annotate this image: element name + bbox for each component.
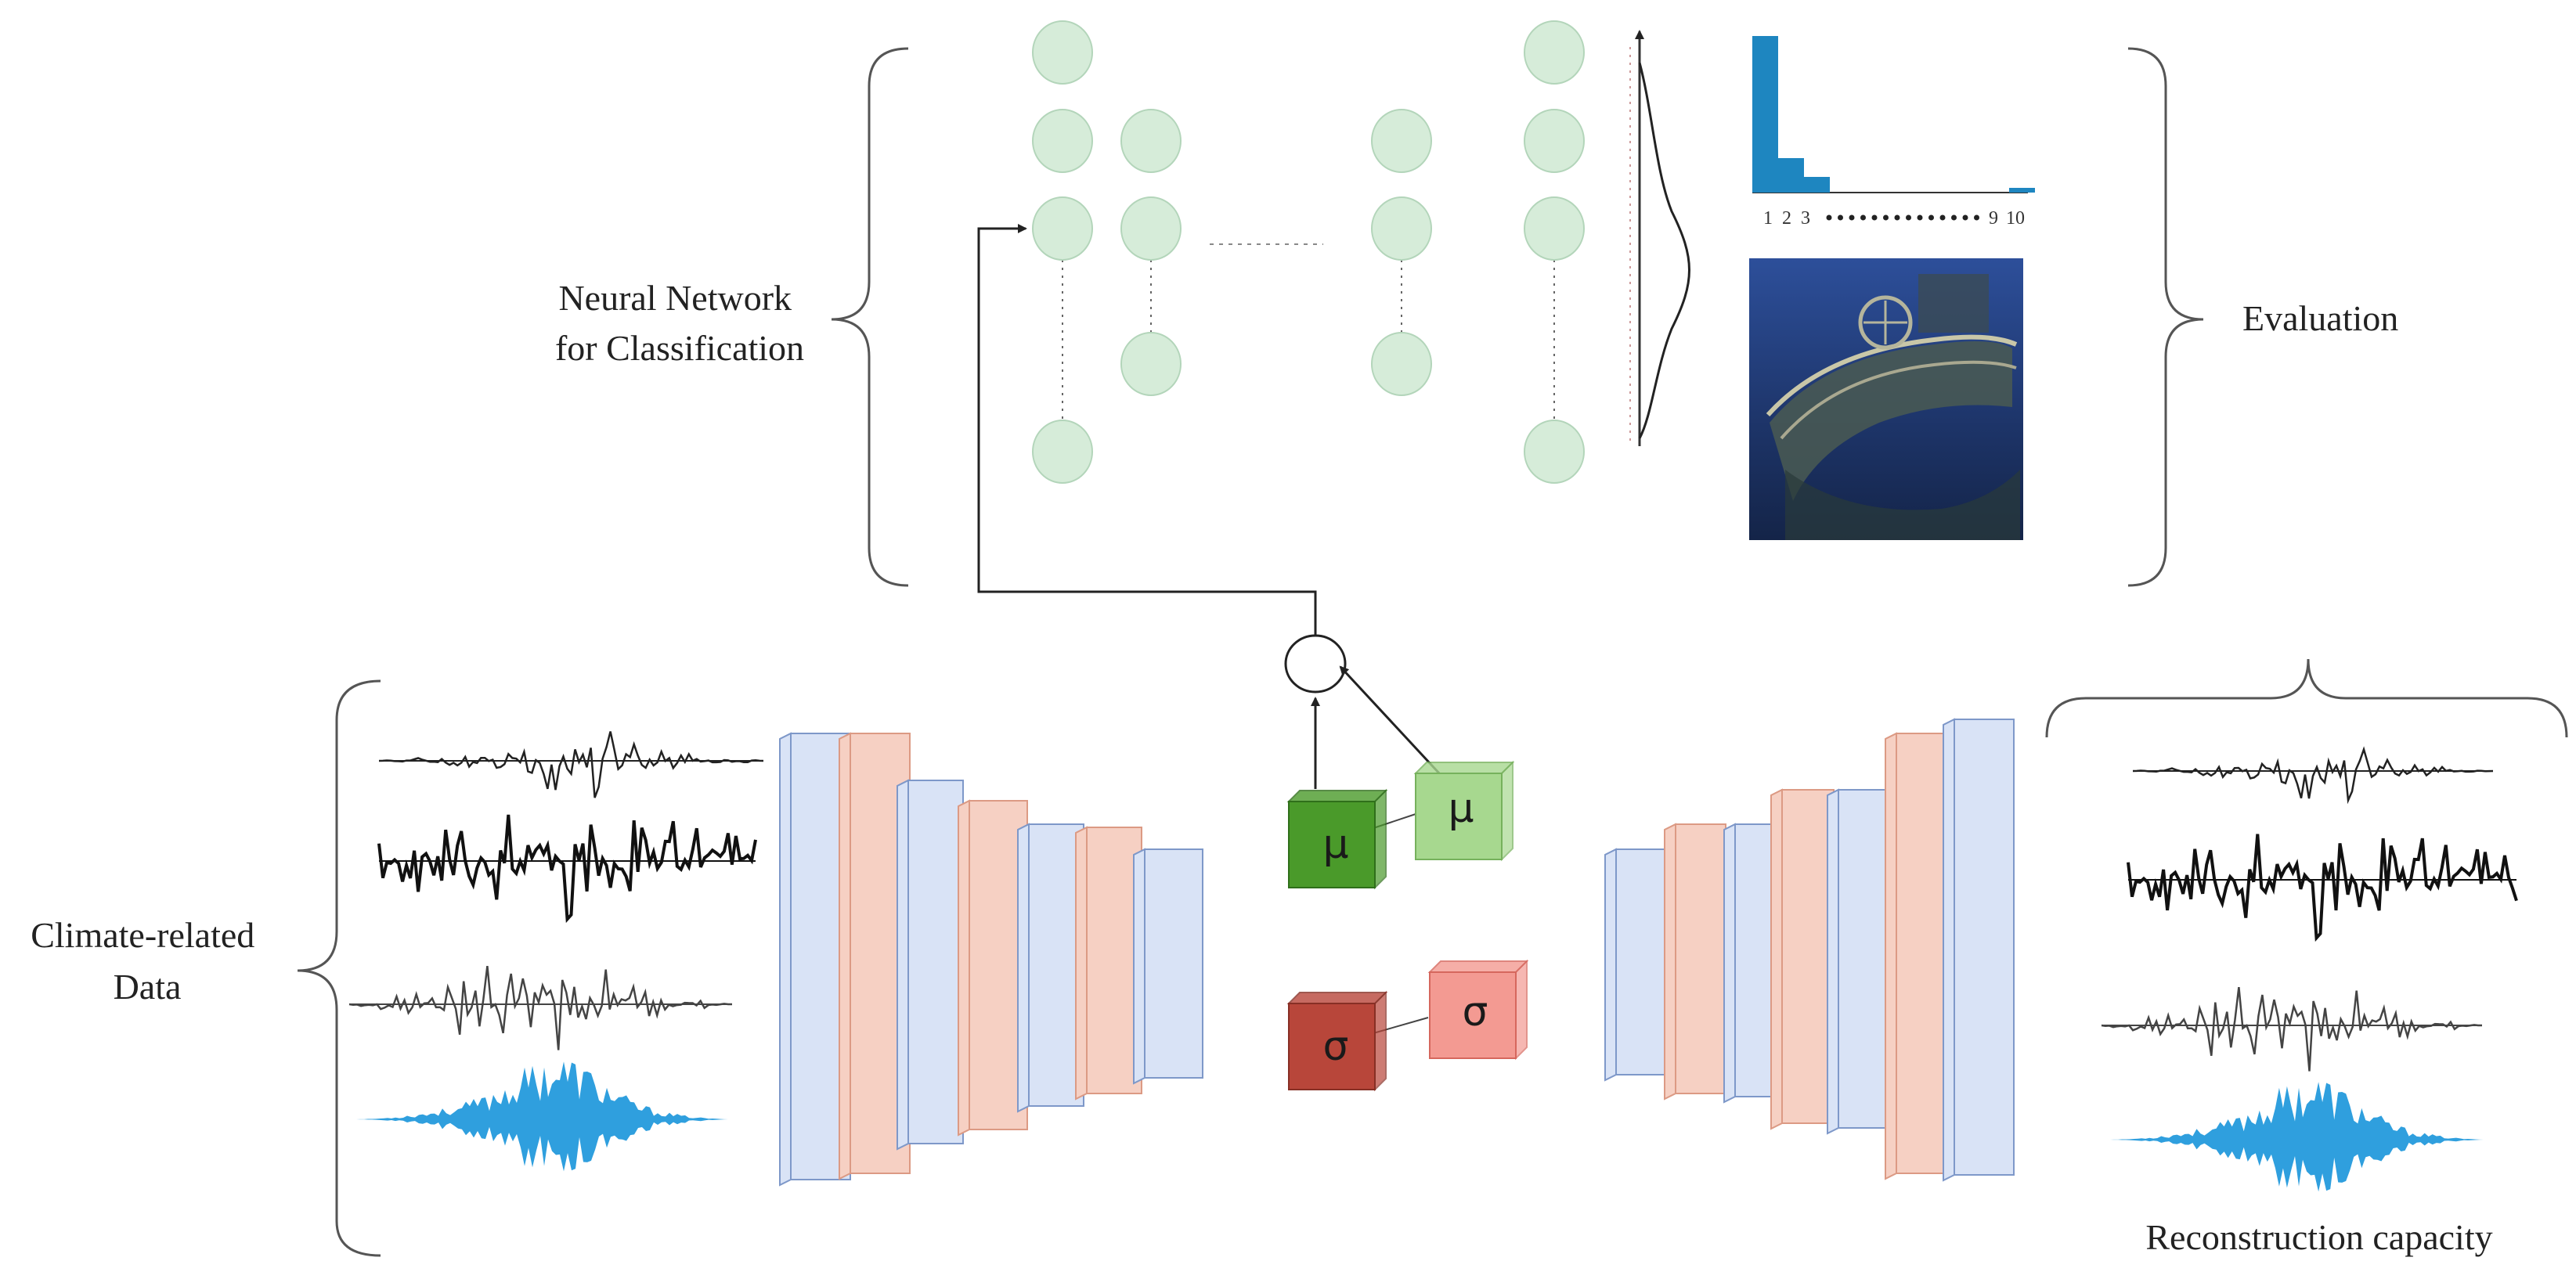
nn-node xyxy=(1371,196,1432,261)
hist-dot xyxy=(1838,214,1843,221)
sampling-node xyxy=(1284,634,1347,694)
waveform-blue xyxy=(352,1061,736,1172)
evaluation-label: Evaluation xyxy=(2242,298,2398,338)
mu-light-arrow xyxy=(1339,665,1442,776)
hist-ellipsis-dots xyxy=(1826,214,1979,221)
hist-dot xyxy=(1826,214,1832,221)
nn-node xyxy=(1524,196,1585,261)
hist-dot xyxy=(1951,214,1957,221)
hist-bar xyxy=(2009,188,2035,193)
mu-cube-dark xyxy=(1286,788,1388,890)
layer-slab xyxy=(958,799,1028,1137)
input-left-brace xyxy=(297,679,381,1257)
nn-node xyxy=(1524,109,1585,173)
nn-node xyxy=(1032,20,1093,85)
nn-node xyxy=(1524,20,1585,85)
mu-cube-light xyxy=(1413,760,1515,862)
hist-dot xyxy=(1871,214,1878,221)
nn-node xyxy=(1120,109,1182,173)
layer-slab xyxy=(1133,848,1203,1085)
hist-tick-9: 9 xyxy=(1989,208,1998,229)
layer-slab xyxy=(1770,788,1835,1130)
nn-node xyxy=(1371,332,1432,396)
nn-node xyxy=(1032,420,1093,484)
layer-slab xyxy=(897,779,964,1151)
nn-node xyxy=(1371,109,1432,173)
mu-light-symbol: μ xyxy=(1448,785,1474,832)
waveform-blue xyxy=(2106,1082,2491,1192)
reconstruction-top-brace xyxy=(2045,658,2568,738)
waveform-trace xyxy=(2101,986,2482,1072)
reconstruction-label: Reconstruction capacity xyxy=(2145,1217,2492,1257)
nn-node xyxy=(1032,196,1093,261)
hist-dot xyxy=(1928,214,1934,221)
sigma-light-symbol: σ xyxy=(1463,989,1488,1036)
layer-slab xyxy=(1943,718,2015,1182)
latent-to-nn-arrow xyxy=(977,224,1317,636)
hist-dot xyxy=(1917,214,1923,221)
hist-bar xyxy=(1804,177,1830,193)
waveform-trace xyxy=(2132,746,2494,805)
hist-dot xyxy=(1962,214,1968,221)
reconstructed-waveforms xyxy=(2101,746,2518,1192)
hist-tick-3: 3 xyxy=(1801,208,1810,229)
hist-dot xyxy=(1849,214,1855,221)
decoder-layers xyxy=(1604,718,2015,1182)
hist-dot xyxy=(1894,214,1900,221)
nn-node xyxy=(1120,196,1182,261)
evaluation-right-brace xyxy=(2127,47,2204,587)
waveform-trace xyxy=(377,814,757,924)
layer-slab xyxy=(1827,788,1894,1135)
nn-node xyxy=(1120,332,1182,396)
nn-left-brace xyxy=(831,47,909,587)
waveform-trace xyxy=(378,731,764,798)
shipwreck-image xyxy=(1749,258,2023,540)
mu-dark-symbol: μ xyxy=(1322,821,1348,868)
layer-slab xyxy=(1017,823,1084,1113)
hist-dot xyxy=(1974,214,1979,221)
sigma-cube-light xyxy=(1427,959,1529,1061)
hist-tick-2: 2 xyxy=(1782,208,1791,229)
waveform-trace xyxy=(348,965,732,1050)
hist-dot xyxy=(1939,214,1946,221)
gaussian-curve xyxy=(1638,62,1690,439)
layer-slab xyxy=(1075,826,1142,1101)
hist-dot xyxy=(1906,214,1911,221)
hist-tick-1: 1 xyxy=(1763,208,1773,229)
sigma-cube-dark xyxy=(1286,990,1388,1092)
nn-classification-label: Neural Network for Classification xyxy=(555,278,804,368)
encoder-layers xyxy=(779,732,1203,1187)
hist-bar xyxy=(1778,158,1804,193)
input-waveforms xyxy=(348,731,764,1172)
climate-data-label: Climate-related Data xyxy=(31,915,264,1007)
hist-dot xyxy=(1860,214,1866,221)
waveform-trace xyxy=(2127,834,2518,942)
nn-node xyxy=(1032,109,1093,173)
class-histogram xyxy=(1752,36,2035,193)
layer-slab xyxy=(1604,848,1665,1082)
hist-dot xyxy=(1883,214,1889,221)
hist-tick-10: 10 xyxy=(2006,208,2025,229)
neural-network-nodes xyxy=(1032,20,1585,484)
latent-cubes: μ μ σ σ xyxy=(1286,760,1529,1092)
hist-bar xyxy=(1752,36,1778,193)
layer-slab xyxy=(1664,823,1726,1101)
sigma-dark-symbol: σ xyxy=(1323,1023,1349,1070)
nn-node xyxy=(1524,420,1585,484)
